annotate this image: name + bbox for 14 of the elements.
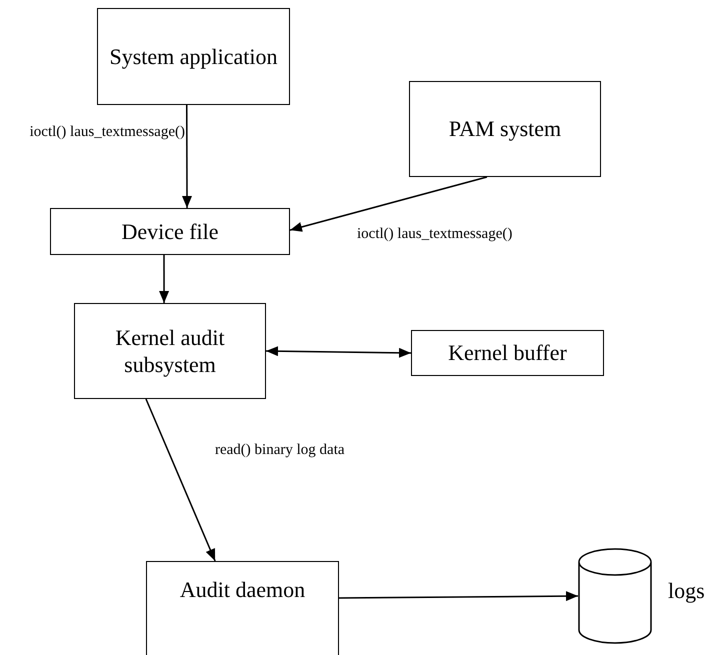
arrow (266, 346, 411, 358)
process-box: Kernel audit subsystem (74, 303, 266, 399)
node-caption: logs (668, 578, 705, 604)
database-cylinder (578, 548, 652, 644)
arrow (159, 255, 170, 303)
process-box: Audit daemon (146, 561, 339, 655)
arrow (290, 176, 488, 232)
process-box: PAM system (409, 81, 601, 177)
process-box: Device file (50, 208, 290, 255)
arrow (145, 398, 216, 562)
process-box: Kernel buffer (411, 330, 604, 376)
arrow (182, 105, 192, 208)
arrow (339, 591, 578, 602)
process-box: System application (97, 8, 290, 105)
